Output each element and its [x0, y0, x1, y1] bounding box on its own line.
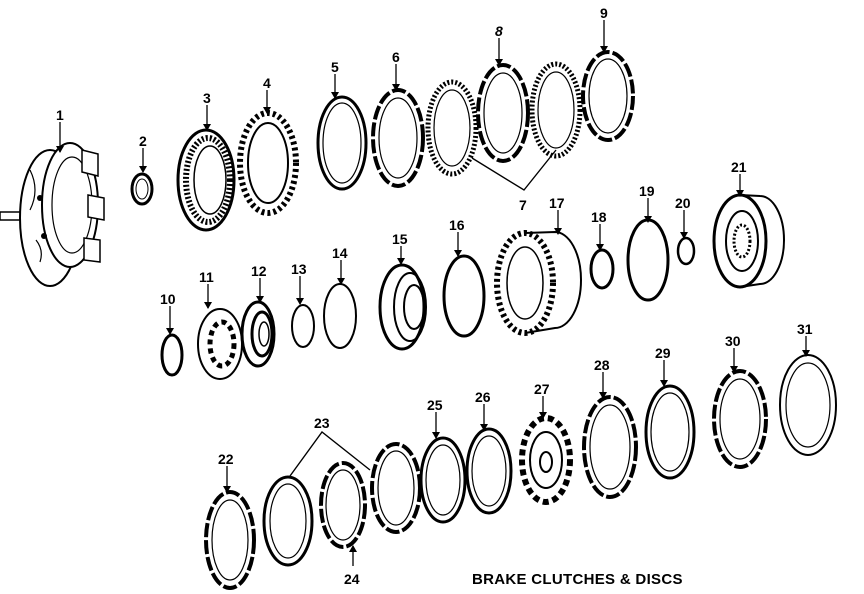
callout-31: 31 — [797, 321, 813, 337]
part-27-hub — [519, 415, 573, 505]
part-2-snap-ring — [130, 172, 154, 206]
part-24-plate — [319, 461, 367, 549]
part-29-disc — [644, 384, 696, 480]
part-26-disc — [465, 427, 513, 515]
part-30-plate — [712, 369, 768, 469]
callout-labels: 1 2 3 4 5 6 7 8 9 10 11 12 13 14 15 16 1… — [56, 5, 813, 587]
part-21-drum — [712, 193, 785, 289]
callout-2: 2 — [139, 133, 147, 149]
leader-lines — [56, 20, 810, 566]
callout-27: 27 — [534, 381, 550, 397]
part-12-piston — [240, 300, 276, 368]
part-4-race — [237, 110, 299, 216]
callout-4: 4 — [263, 75, 271, 91]
callout-29: 29 — [655, 345, 671, 361]
callout-5: 5 — [331, 59, 339, 75]
part-11-spring-retainer — [197, 308, 243, 380]
part-9-plate — [581, 50, 635, 142]
part-28-plate — [582, 395, 638, 499]
callout-11: 11 — [199, 269, 214, 285]
callout-7: 7 — [519, 197, 527, 213]
callout-25: 25 — [427, 397, 443, 413]
callout-18: 18 — [591, 209, 607, 225]
diagram-caption: BRAKE CLUTCHES & DISCS — [472, 571, 683, 588]
part-14-seal — [323, 283, 357, 349]
callout-17: 17 — [549, 195, 565, 211]
callout-15: 15 — [392, 231, 408, 247]
part-7-discs — [425, 61, 583, 191]
part-3-one-way-clutch — [176, 128, 236, 232]
callout-1: 1 — [56, 107, 64, 123]
part-15-piston — [378, 263, 427, 351]
callout-20: 20 — [675, 195, 691, 211]
part-19-seal — [626, 218, 670, 302]
callout-9: 9 — [600, 5, 608, 21]
callout-23: 23 — [314, 415, 330, 431]
part-25-disc — [419, 436, 467, 524]
part-13-seal — [291, 304, 315, 348]
callout-8: 8 — [495, 23, 503, 39]
part-10-snap-ring — [160, 333, 184, 377]
part-1-drum-assembly — [0, 142, 105, 287]
callout-26: 26 — [475, 389, 491, 405]
callout-14: 14 — [332, 245, 348, 261]
callout-24: 24 — [344, 571, 360, 587]
part-6-plate — [371, 88, 425, 188]
callout-28: 28 — [594, 357, 610, 373]
part-16-seal — [442, 254, 486, 338]
part-31-plate — [779, 354, 837, 456]
callout-22: 22 — [218, 451, 234, 467]
part-5-disc — [316, 95, 368, 191]
part-23-discs — [262, 430, 422, 567]
callout-21: 21 — [731, 159, 747, 175]
callout-13: 13 — [291, 261, 307, 277]
part-20-ring — [676, 236, 696, 266]
part-22-plate — [204, 490, 256, 590]
callout-19: 19 — [639, 183, 655, 199]
callout-12: 12 — [251, 263, 267, 279]
callout-30: 30 — [725, 333, 741, 349]
callout-3: 3 — [203, 90, 211, 106]
part-8-plate — [476, 63, 530, 163]
callout-10: 10 — [160, 291, 176, 307]
part-17-drum — [494, 230, 582, 336]
callout-16: 16 — [449, 217, 465, 233]
part-18-ring — [589, 248, 615, 290]
callout-6: 6 — [392, 49, 400, 65]
